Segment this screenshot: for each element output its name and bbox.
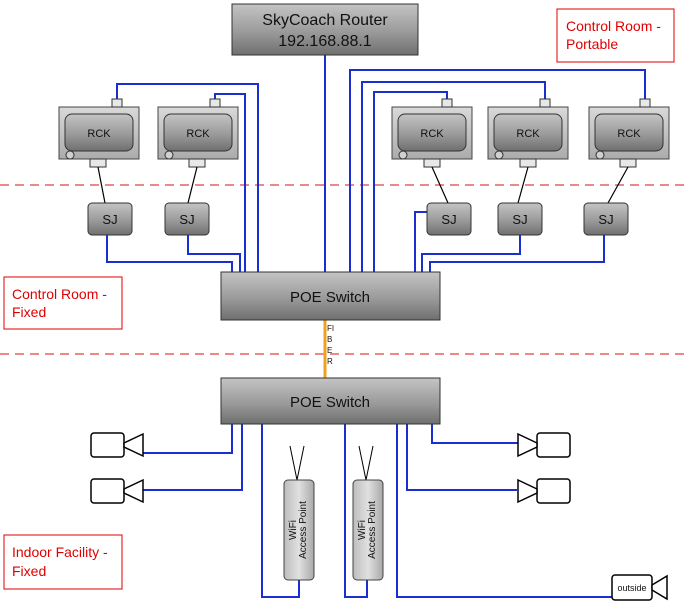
antenna-icon <box>289 445 305 481</box>
zone-indoor-line2: Fixed <box>12 563 46 579</box>
connector-icon <box>423 158 441 168</box>
knob-icon <box>494 150 504 160</box>
sj-label: SJ <box>441 212 456 227</box>
sj-label: SJ <box>102 212 117 227</box>
rck-unit-3: RCK <box>391 98 473 168</box>
zone-label-indoor: Indoor Facility - Fixed <box>3 534 123 590</box>
fiber-letter-1: FI <box>327 324 334 333</box>
rck-label: RCK <box>617 128 641 140</box>
ap-label-line1: WiFi <box>288 520 299 540</box>
rck-unit-5: RCK <box>588 98 670 168</box>
rck-unit-1: RCK <box>58 98 140 168</box>
camera-icon <box>90 432 144 458</box>
camera-icon <box>90 478 144 504</box>
router-box <box>231 3 419 56</box>
router: SkyCoach Router 192.168.88.1 <box>231 3 419 56</box>
poe-switch-bottom: POE Switch <box>220 377 441 425</box>
ethernet-port-icon <box>639 98 651 108</box>
rck-label: RCK <box>516 128 540 140</box>
ethernet-port-icon <box>209 98 221 108</box>
wifi-access-point-2: WiFi Access Point <box>352 445 384 581</box>
sj-unit-3: SJ <box>426 202 472 236</box>
rck-label: RCK <box>186 128 210 140</box>
knob-icon <box>65 150 75 160</box>
poe-switch-bottom-label: POE Switch <box>290 394 370 411</box>
zone-label-control-fixed: Control Room - Fixed <box>3 276 123 330</box>
camera-icon: outside <box>611 574 668 601</box>
sj-unit-4: SJ <box>497 202 543 236</box>
connector-icon <box>89 158 107 168</box>
sj-label: SJ <box>512 212 527 227</box>
rck-label: RCK <box>420 128 444 140</box>
sj-unit-5: SJ <box>583 202 629 236</box>
knob-icon <box>398 150 408 160</box>
ethernet-port-icon <box>111 98 123 108</box>
sj-label: SJ <box>179 212 194 227</box>
zone-indoor-line1: Indoor Facility - <box>12 544 108 560</box>
camera-icon <box>517 478 571 504</box>
zone-control-fixed-line2: Fixed <box>12 304 46 320</box>
rck-unit-2: RCK <box>157 98 239 168</box>
knob-icon <box>164 150 174 160</box>
wifi-access-point-1: WiFi Access Point <box>283 445 315 581</box>
outside-camera-label: outside <box>617 583 646 593</box>
poe-switch-top-label: POE Switch <box>290 289 370 306</box>
ap-label-line2: Access Point <box>298 501 309 559</box>
ethernet-cables <box>106 55 646 598</box>
sj-label: SJ <box>598 212 613 227</box>
ap-label-line2: Access Point <box>367 501 378 559</box>
fiber-letter-2: B <box>327 335 332 344</box>
ethernet-port-icon <box>539 98 551 108</box>
connector-icon <box>188 158 206 168</box>
connector-icon <box>519 158 537 168</box>
zone-portable-line1: Control Room - <box>566 18 661 34</box>
fiber-letter-3: E <box>327 346 332 355</box>
zone-label-portable: Control Room - Portable <box>556 8 675 63</box>
poe-switch-top: POE Switch <box>220 271 441 321</box>
router-name: SkyCoach Router <box>262 12 388 29</box>
sj-unit-2: SJ <box>164 202 210 236</box>
rck-unit-4: RCK <box>487 98 569 168</box>
connector-icon <box>619 158 637 168</box>
camera-icon <box>517 432 571 458</box>
router-ip: 192.168.88.1 <box>278 33 372 50</box>
zone-portable-line2: Portable <box>566 36 618 52</box>
knob-icon <box>595 150 605 160</box>
rck-sj-links <box>97 166 629 204</box>
rck-label: RCK <box>87 128 111 140</box>
zone-control-fixed-line1: Control Room - <box>12 286 107 302</box>
antenna-icon <box>358 445 374 481</box>
ap-label-line1: WiFi <box>357 520 368 540</box>
ethernet-port-icon <box>441 98 453 108</box>
fiber-letter-4: R <box>327 357 333 366</box>
sj-unit-1: SJ <box>87 202 133 236</box>
